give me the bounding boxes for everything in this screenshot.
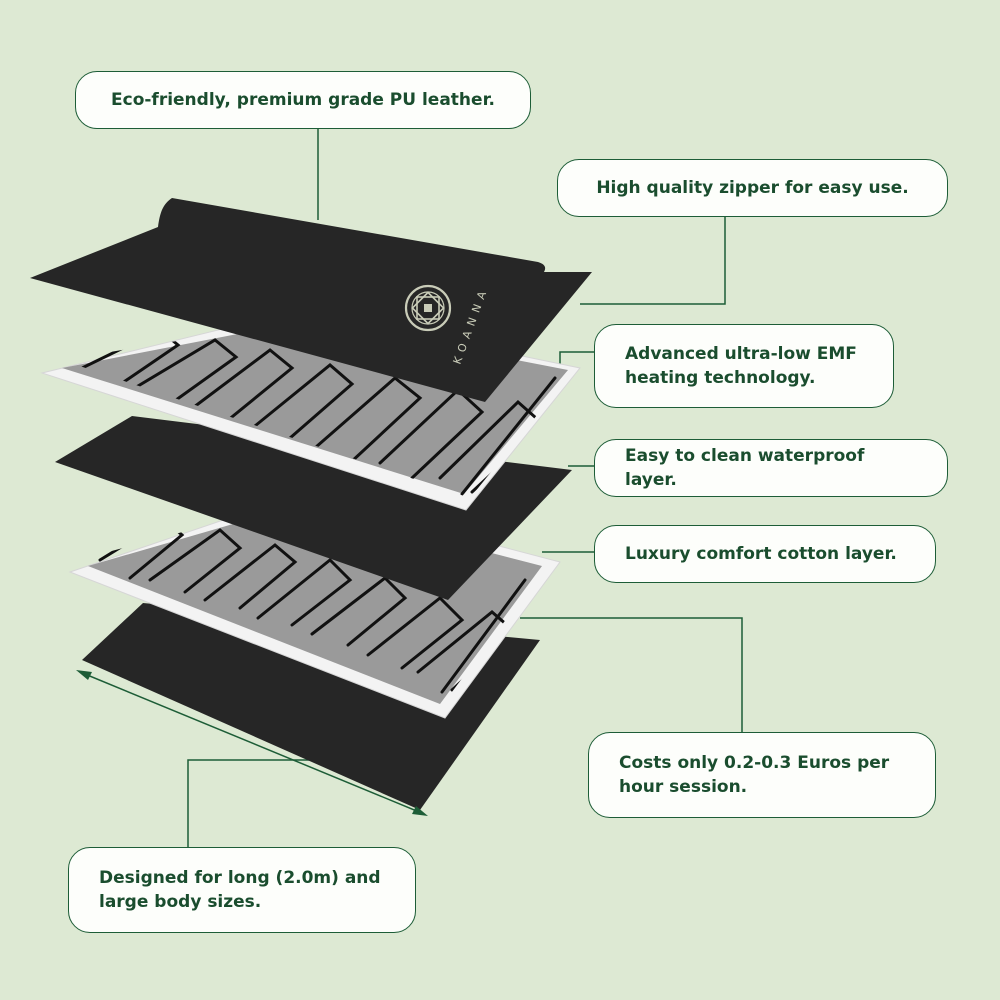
callout-pu-leather-text: Eco-friendly, premium grade PU leather. [111, 90, 495, 110]
callout-body-size: Designed for long (2.0m) and large body … [68, 847, 416, 933]
callout-waterproof-text: Easy to clean waterproof layer. [625, 446, 865, 490]
callout-cost: Costs only 0.2-0.3 Euros per hour sessio… [588, 732, 936, 818]
callout-waterproof: Easy to clean waterproof layer. [594, 439, 948, 497]
length-dimension-arrow [76, 670, 428, 816]
callout-size-line2: large body sizes. [99, 892, 262, 912]
callout-cost-line2: hour session. [619, 777, 748, 797]
callout-pu-leather: Eco-friendly, premium grade PU leather. [75, 71, 531, 129]
callout-cotton-text: Luxury comfort cotton layer. [625, 544, 897, 564]
callout-cotton: Luxury comfort cotton layer. [594, 525, 936, 583]
callout-zipper-text: High quality zipper for easy use. [596, 178, 909, 198]
callout-connectors [187, 128, 743, 848]
callout-emf-line2: heating technology. [625, 368, 816, 388]
koanna-logo [404, 284, 452, 332]
callout-cost-line1: Costs only 0.2-0.3 Euros per [619, 753, 890, 773]
callout-emf-line1: Advanced ultra-low EMF [625, 344, 857, 364]
callout-emf-heating: Advanced ultra-low EMF heating technolog… [594, 324, 894, 408]
pu-leather-cover: KOANNA [30, 198, 592, 402]
callout-size-line1: Designed for long (2.0m) and [99, 868, 381, 888]
callout-zipper: High quality zipper for easy use. [557, 159, 948, 217]
